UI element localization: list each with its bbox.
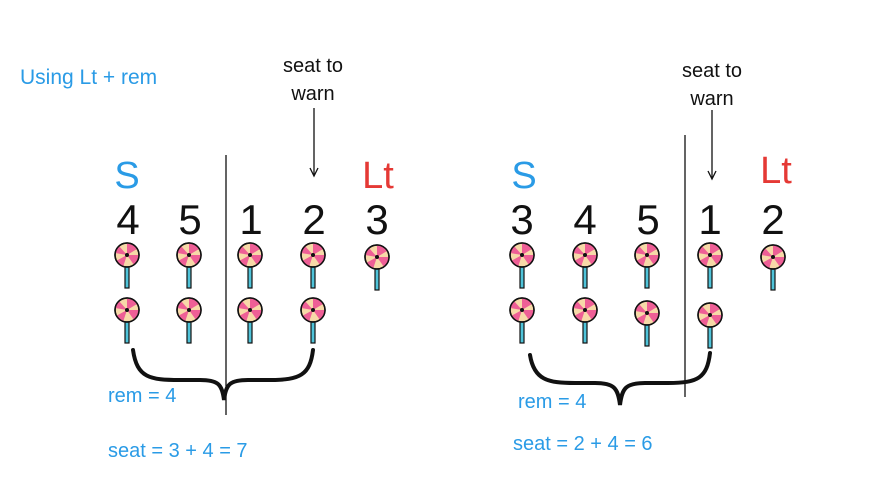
brace (131, 348, 315, 401)
down-arrow-icon (707, 110, 717, 181)
seat-number: 3 (365, 196, 389, 243)
seat-equation: seat = 2 + 4 = 6 (513, 433, 653, 455)
seat-to-warn-note: seat to warn (283, 52, 343, 108)
seat-equation: seat = 3 + 4 = 7 (108, 440, 248, 462)
seat-number: 3 (510, 196, 534, 243)
brace (528, 351, 712, 406)
note-line: warn (291, 83, 335, 105)
note-line: warn (690, 88, 734, 110)
s-label: S (114, 155, 140, 197)
seat-number: 2 (761, 196, 785, 243)
seat-to-warn-note: seat to warn (682, 57, 742, 113)
note-line: seat to (282, 55, 344, 77)
seat-number: 1 (239, 196, 263, 243)
rem-label: rem = 4 (108, 385, 177, 407)
down-arrow-icon (309, 108, 319, 178)
rem-label: rem = 4 (518, 391, 587, 413)
seat-number: 5 (178, 196, 202, 243)
seat-number: 4 (116, 196, 140, 243)
seat-number: 5 (636, 196, 660, 243)
seat-number: 1 (698, 196, 722, 243)
lt-label: Lt (760, 150, 792, 192)
seat-number: 2 (302, 196, 326, 243)
seat-number: 4 (573, 196, 597, 243)
title: Using Lt + rem (20, 66, 158, 89)
s-label: S (511, 155, 537, 197)
lt-label: Lt (362, 155, 394, 197)
note-line: seat to (681, 60, 743, 82)
